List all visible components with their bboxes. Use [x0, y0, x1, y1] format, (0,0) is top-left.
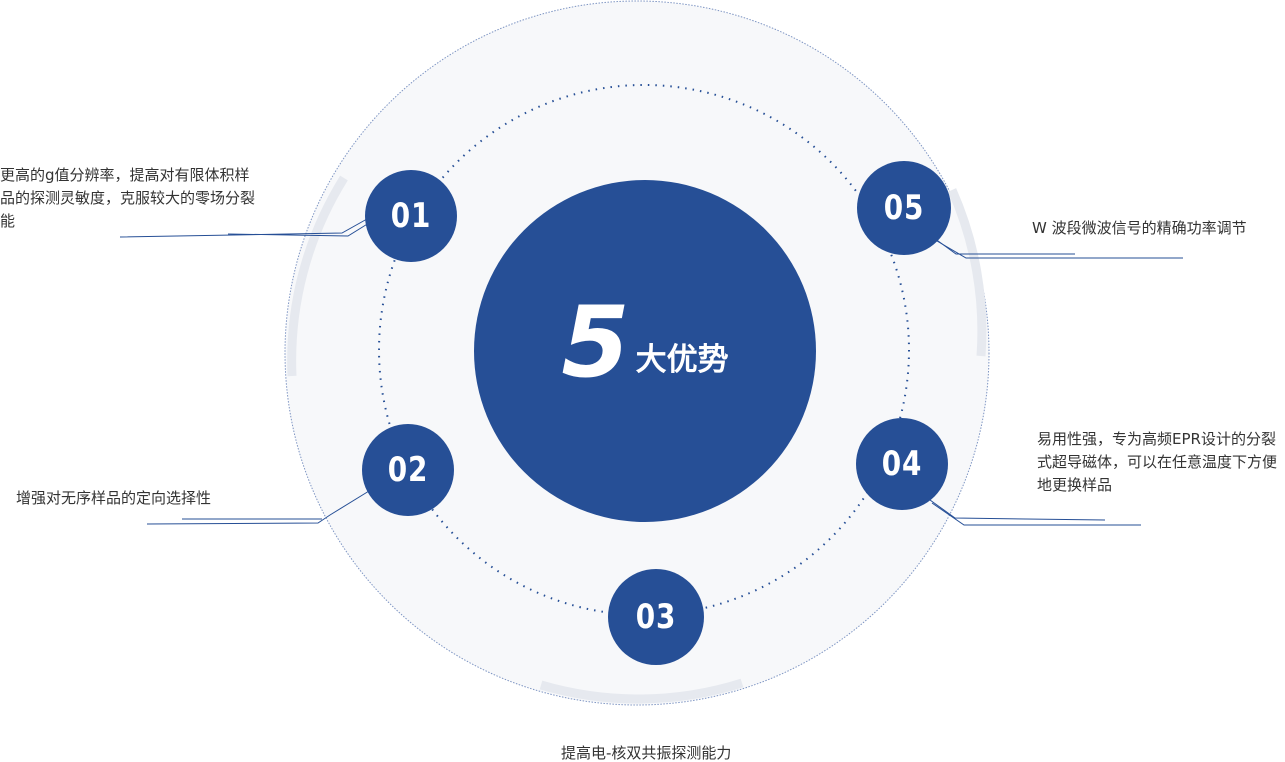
connector-01-b: [227, 222, 370, 237]
node-circle-02: [362, 424, 454, 516]
connector-05-b: [936, 240, 1183, 259]
node-number-05: 05: [883, 188, 925, 228]
node-number-03: 03: [635, 597, 677, 637]
caption-02: 增强对无序样品的定向选择性: [16, 489, 212, 507]
caption-01: 更高的g值分辨率，提高对有限体积样品的探测灵敏度，克服较大的零场分裂能: [0, 166, 256, 230]
caption-05: W 波段微波信号的精确功率调节: [1032, 219, 1247, 237]
center-circle: [474, 180, 816, 522]
node-number-04: 04: [881, 444, 923, 484]
node-circle-05: [857, 161, 951, 255]
bottom-arc: [539, 678, 744, 704]
center-title: 5 大优势: [474, 282, 816, 392]
connector-01: [119, 218, 368, 238]
left-arc: [287, 175, 348, 377]
node-number-02: 02: [387, 450, 429, 490]
center-number: 5: [561, 286, 630, 400]
right-arc: [947, 188, 987, 357]
node-number-01: 01: [390, 196, 432, 236]
caption-03: 提高电-核双共振探测能力: [561, 744, 732, 762]
center-text: 大优势: [635, 342, 729, 378]
node-circle-01: [365, 170, 457, 262]
connector-02: [146, 490, 370, 525]
node-circle-04: [856, 418, 948, 510]
connectors: [119, 218, 1183, 526]
connector-04-b: [931, 502, 1141, 526]
caption-04: 易用性强，专为高频EPR设计的分裂式超导磁体，可以在任意温度下方便地更换样品: [1037, 430, 1278, 494]
dotted-ring: [378, 84, 910, 616]
connector-04: [929, 499, 1106, 521]
node-circle-03: [608, 569, 704, 665]
